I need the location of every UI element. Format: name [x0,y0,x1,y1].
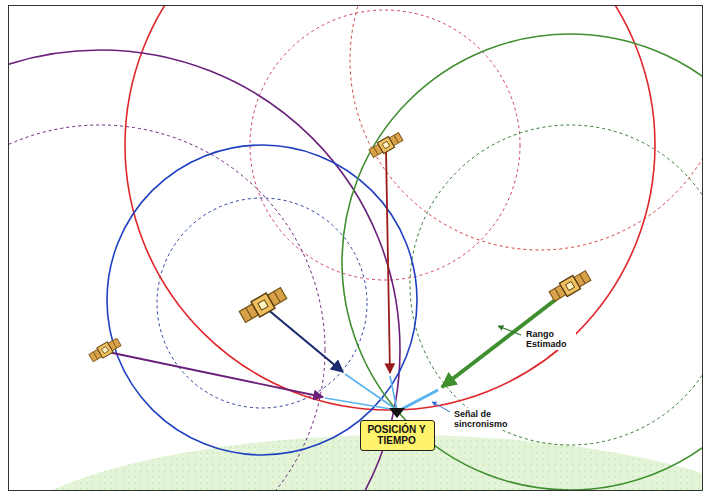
range-circle [107,145,417,455]
position-box: POSICIÓN Y TIEMPO [360,420,435,451]
sync-signal [345,374,397,410]
sync-signal [390,376,397,410]
frame [9,6,703,491]
range-arrow [108,352,323,397]
callout-label: Señal de sincronismo [452,408,508,430]
leader-line [432,402,450,412]
callout-label: Rango Estimado [524,328,576,350]
satellite [548,269,592,303]
range-circle-dashed [250,10,520,280]
earth-ground [9,435,702,490]
range-circle-dashed [410,125,702,445]
satellite [88,337,122,363]
satellite [238,286,288,325]
range-arrow [386,150,390,373]
sync-signal [325,398,397,410]
node-text: POSICIÓN Y TIEMPO [366,424,428,446]
range-circle [342,34,702,490]
range-arrow [266,308,343,372]
satellite [368,131,404,159]
range-circle-dashed [9,125,325,490]
sync-signal [400,390,438,410]
range-circle [125,6,655,410]
range-circle-dashed [350,6,702,250]
leader-line [498,326,521,335]
receiver-symbol [389,408,405,418]
